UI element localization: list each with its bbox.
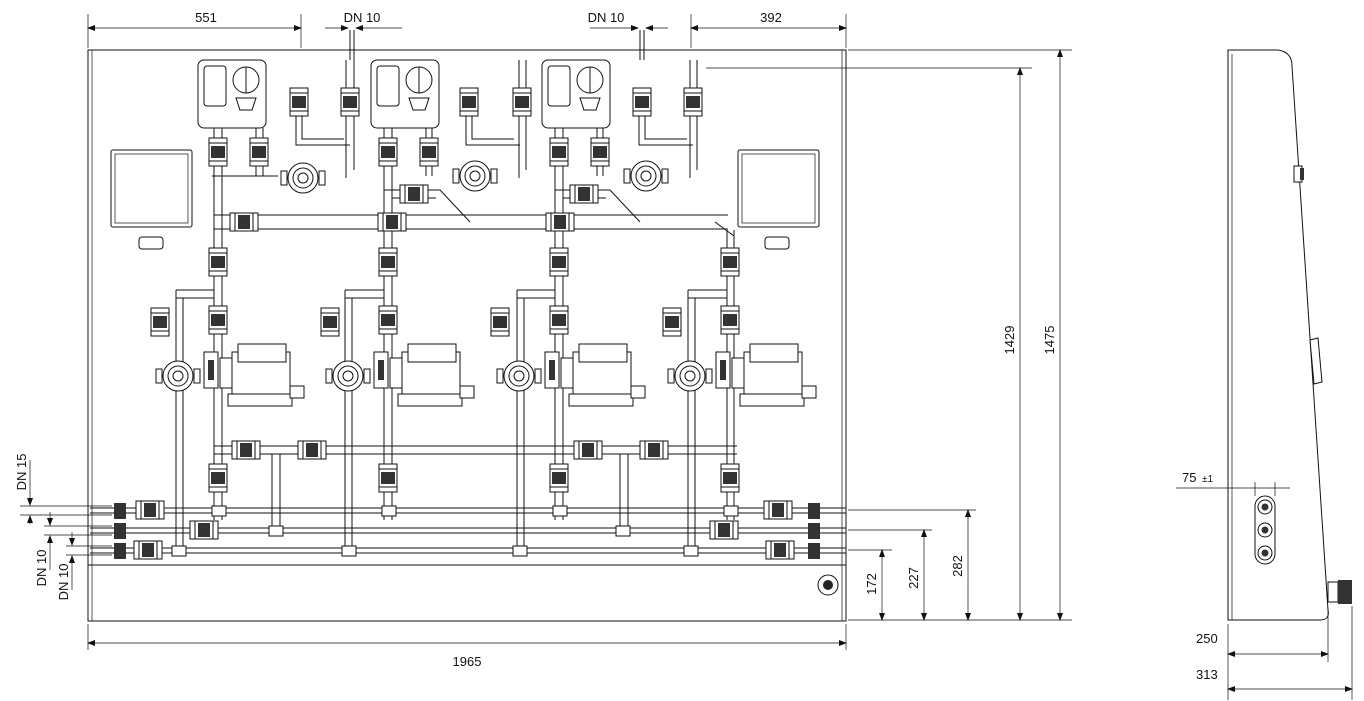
dim-overall-width: 1965: [453, 654, 482, 669]
side-ports: [1254, 495, 1276, 565]
dim-inlet-top: DN 15: [14, 454, 29, 491]
cabinet-outline: [87, 49, 847, 622]
gauge-panel-1: [197, 59, 267, 129]
side-dimensions: 75 ±1 250 313: [1176, 470, 1353, 700]
right-window: [737, 149, 820, 228]
dim-pipe-high: 282: [950, 555, 965, 577]
front-dimensions: 551 392 DN 10 DN 10 1965 1429 1475 282 2…: [14, 10, 1072, 669]
dim-right-offset: 392: [760, 10, 782, 25]
gauge-panel-3: [541, 59, 611, 129]
flow-meter-4: [155, 360, 201, 392]
dim-height-overall: 1475: [1042, 326, 1057, 355]
dosing-pump-2: [373, 343, 475, 407]
inlet-fittings: [114, 503, 820, 559]
flow-meter-1: [280, 162, 326, 194]
dim-depth-inner: 250: [1196, 631, 1218, 646]
flow-meter-6: [496, 360, 542, 392]
flow-meter-2: [452, 160, 498, 192]
dosing-pump-3: [544, 343, 646, 407]
dim-inlet-low: DN 10: [56, 564, 71, 601]
dim-depth-overall: 313: [1196, 667, 1218, 682]
gauge-panel-2: [370, 59, 440, 129]
dim-port-spacing: 75: [1182, 470, 1196, 485]
dim-left-offset: 551: [195, 10, 217, 25]
side-drain-fitting: [1327, 580, 1352, 604]
front-view: [87, 30, 847, 622]
dim-top-connection-left: DN 10: [344, 10, 381, 25]
dim-height-inner: 1429: [1002, 326, 1017, 355]
dim-top-connection-right: DN 10: [588, 10, 625, 25]
flow-meter-3: [623, 160, 669, 192]
flow-meter-5: [325, 360, 371, 392]
dosing-pump-1: [203, 343, 305, 407]
dim-pipe-mid: 227: [906, 567, 921, 589]
dim-port-tolerance: ±1: [1202, 474, 1213, 485]
left-window: [110, 149, 193, 228]
flow-meter-7: [667, 360, 713, 392]
dim-pipe-low: 172: [864, 573, 879, 595]
dosing-pump-4: [715, 343, 817, 407]
drain-plug: [817, 574, 839, 596]
side-view: [1227, 49, 1352, 621]
dim-inlet-mid: DN 10: [34, 550, 49, 587]
side-outline: [1227, 49, 1329, 621]
